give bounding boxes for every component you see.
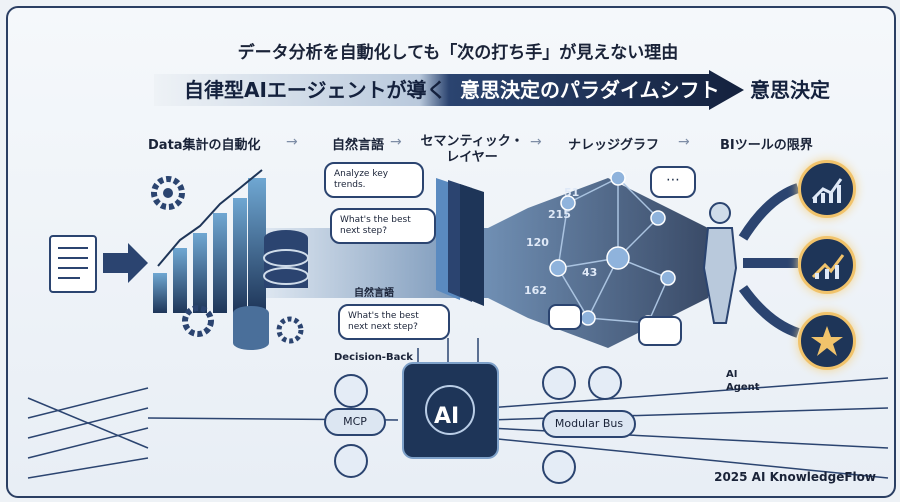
gear-icon (151, 176, 304, 344)
step-arrow-1: → (286, 134, 298, 150)
label-decision-back: Decision-Back (334, 352, 413, 363)
openai-icon (542, 366, 576, 400)
step-arrow-4: → (678, 134, 690, 150)
step-knowledge-graph: ナレッジグラフ (568, 138, 660, 153)
graph-nodes (549, 170, 676, 331)
graph-number-120: 120 (526, 236, 549, 249)
result-star-circle (798, 312, 856, 370)
chat-icon (548, 304, 582, 330)
graph-number-51: 51 (564, 186, 580, 199)
footer-copyright: 2025 AI KnowledgeFlow (714, 470, 876, 484)
chat-icon: ⋯ (650, 166, 696, 198)
document-icon (49, 235, 97, 293)
subtitle: データ分析を自動化しても「次の打ち手」が見えない理由 (237, 43, 679, 63)
banner-arrow (154, 70, 744, 110)
bubble-best-next-next: What's the best next next step? (338, 304, 450, 340)
ai-chip-label: AI (434, 404, 460, 429)
label-natural-language: 自然言語 (354, 288, 394, 299)
trend-up-icon (811, 254, 845, 279)
trend-up-icon (811, 178, 843, 203)
graph-number-162: 162 (524, 284, 547, 297)
modular-bus-pill: Modular Bus (542, 410, 636, 438)
result-trend-circle (798, 160, 856, 218)
result-growth-circle (798, 236, 856, 294)
banner-title-left: 自律型AIエージェントが導く (184, 78, 447, 102)
graph-number-215: 215 (548, 208, 571, 221)
step-semantic-layer: セマンティック・ レイヤー (420, 134, 524, 165)
step-arrow-3: → (530, 134, 542, 150)
database-icon (233, 230, 309, 350)
share-icon (542, 450, 576, 484)
step-bi-limit: BIツールの限界 (720, 138, 813, 153)
banner-end-label: 意思決定 (750, 78, 830, 102)
graph-number-43: 43 (582, 266, 598, 279)
atom-icon (334, 444, 368, 478)
ai-chip (402, 362, 499, 459)
bar-chart-icon (588, 366, 622, 400)
star-icon (811, 326, 843, 356)
bubble-analyze: Analyze key trends. (324, 162, 424, 198)
chat-icon (638, 316, 682, 346)
step-arrow-2: → (390, 134, 402, 150)
network-icon (334, 374, 368, 408)
label-ai-agent: AI Agent (726, 369, 760, 393)
step-natural-language: 自然言語 (332, 138, 385, 153)
semantic-layer-panels (436, 178, 484, 306)
robot-icon (702, 202, 738, 324)
infographic-frame: データ分析を自動化しても「次の打ち手」が見えない理由 自律型AIエージェントが導… (6, 6, 896, 498)
bar-chart-icon (153, 169, 266, 313)
bubble-best-next: What's the best next step? (330, 208, 436, 244)
flow-graphics (27, 169, 889, 479)
mcp-pill: MCP (324, 408, 386, 436)
step-data-automation: Data集計の自動化 (148, 138, 261, 153)
banner-title-right: 意思決定のパラダイムシフト (460, 78, 720, 102)
